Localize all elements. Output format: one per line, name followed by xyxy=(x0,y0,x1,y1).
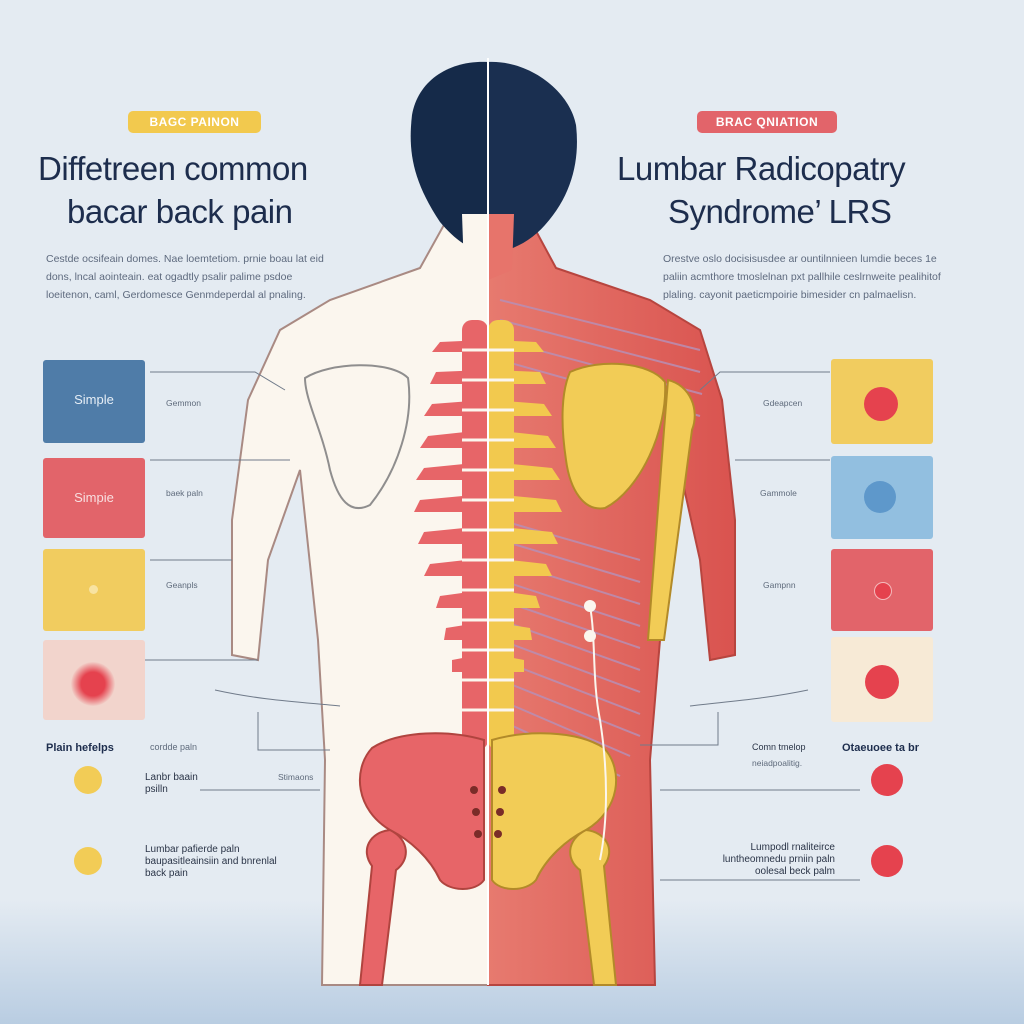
left-title-line1: Diffetreen common xyxy=(38,150,308,187)
left-description: Cestde ocsifeain domes. Nae loemtetiom. … xyxy=(46,253,324,301)
left-title-line2: bacar back pain xyxy=(67,193,293,230)
pelvis-left xyxy=(358,732,485,890)
left-box-3-dot xyxy=(89,585,98,594)
head-left-hair xyxy=(410,61,488,254)
right-category-box-1[interactable] xyxy=(831,359,933,444)
humerus-right xyxy=(646,378,696,641)
right-category-box-4[interactable] xyxy=(831,637,933,722)
scapula-left xyxy=(303,364,411,510)
sacrum-holes xyxy=(470,786,506,838)
left-category-box-3[interactable] xyxy=(43,549,145,631)
right-legend-dot-1 xyxy=(871,764,903,796)
right-legend-item-1: Lumpodl rnaliteirce luntheomnedu prniin … xyxy=(722,842,835,877)
left-legend-dot-2 xyxy=(74,847,102,875)
head-left-skin xyxy=(462,214,488,280)
left-legend-item-1: Lanbr baain psilln xyxy=(145,772,198,795)
right-title-line2: Syndrome’ LRS xyxy=(668,193,892,230)
left-category-box-4[interactable] xyxy=(43,640,145,720)
right-box-4-dot xyxy=(865,665,899,699)
left-box-1-caption: Gemmon xyxy=(166,398,201,408)
right-category-box-3[interactable] xyxy=(831,549,933,631)
left-legend-heading: Plain hefelps xyxy=(46,742,114,754)
right-box-2-caption: Gammole xyxy=(760,488,797,498)
left-legend-dot-1 xyxy=(74,766,102,794)
right-box-1-dot xyxy=(864,387,898,421)
scapula-right xyxy=(561,362,667,510)
right-description: Orestve oslo docisisusdee ar ountilnniee… xyxy=(663,253,941,301)
right-box-2-dot xyxy=(864,481,896,513)
right-legend-heading2: Otaeuoee ta br xyxy=(842,742,920,754)
right-title-line1: Lumbar Radicopatry xyxy=(617,150,906,187)
right-category-box-2[interactable] xyxy=(831,456,933,539)
left-legend-heading2: cordde paln xyxy=(150,742,198,752)
right-category-tag: BRAC QNIATION xyxy=(697,111,837,133)
head-right-skin xyxy=(488,214,514,280)
left-box-4-dot xyxy=(71,662,115,706)
left-box-1-label: Simple xyxy=(74,392,114,407)
right-legend-heading: Comn tmelop xyxy=(752,742,806,752)
left-box-3-caption: Geanpls xyxy=(166,580,198,590)
left-box-2-label: Simpie xyxy=(74,490,114,505)
head-right-hair xyxy=(488,61,577,255)
left-category-box-2[interactable]: Simpie xyxy=(43,458,145,538)
femur-left xyxy=(358,828,407,986)
spine xyxy=(462,320,514,750)
pelvis-right xyxy=(491,732,618,890)
right-box-3-caption: Gampnn xyxy=(763,580,796,590)
left-category-box-1[interactable]: Simple xyxy=(43,360,145,443)
nerve-point-1 xyxy=(584,600,596,612)
right-legend-dot-2 xyxy=(871,845,903,877)
left-legend-item-2: Lumbar pafierde paln baupasitleainsiin a… xyxy=(145,844,277,879)
right-legend-sub: neiadpoalitig. xyxy=(752,758,803,768)
nerve-point-2 xyxy=(584,630,596,642)
left-box-2-caption: baek paln xyxy=(166,488,203,498)
left-category-tag: BAGC PAINON xyxy=(128,111,261,133)
right-box-1-caption: Gdeapcen xyxy=(763,398,803,408)
right-box-3-dot xyxy=(874,582,892,600)
pelvis-caption: Stimaons xyxy=(278,772,314,782)
